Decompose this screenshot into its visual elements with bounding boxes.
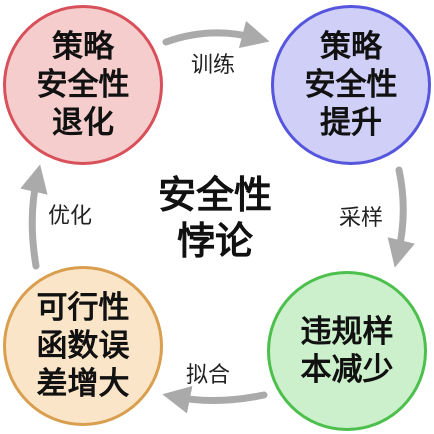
node-text-line: 安全性: [304, 67, 398, 103]
center-title-line: 悖论: [176, 219, 253, 263]
center-title-line: 安全性: [157, 173, 272, 217]
node-text-line: 策略: [320, 29, 382, 65]
node-text-line: 函数误: [36, 328, 130, 364]
edge-label-optimize: 优化: [48, 204, 93, 229]
node-text-line: 策略: [52, 29, 114, 65]
node-text-line: 差增大: [36, 366, 130, 402]
center-title: 安全性 悖论: [135, 172, 295, 264]
arrow-train: [162, 20, 270, 49]
node-violation-samples-decrease: 违规样 本减少: [267, 271, 427, 431]
node-text-line: 退化: [52, 105, 114, 141]
arrow-sample: [387, 166, 415, 268]
arrow-optimize: [20, 164, 48, 270]
node-policy-safety-degradation: 策略 安全性 退化: [3, 5, 163, 165]
node-policy-safety-improvement: 策略 安全性 提升: [271, 5, 431, 165]
edge-label-fit: 拟合: [186, 363, 231, 388]
node-text-line: 违规样: [300, 314, 394, 350]
edge-label-sample: 采样: [339, 206, 384, 231]
edge-label-train: 训练: [191, 53, 236, 78]
node-text-line: 安全性: [36, 67, 130, 103]
node-text-line: 可行性: [36, 290, 130, 326]
node-feasibility-function-error-increase: 可行性 函数误 差增大: [3, 266, 163, 426]
node-text-line: 提升: [320, 105, 382, 141]
node-text-line: 本减少: [300, 352, 394, 388]
arrow-fit: [162, 386, 268, 414]
